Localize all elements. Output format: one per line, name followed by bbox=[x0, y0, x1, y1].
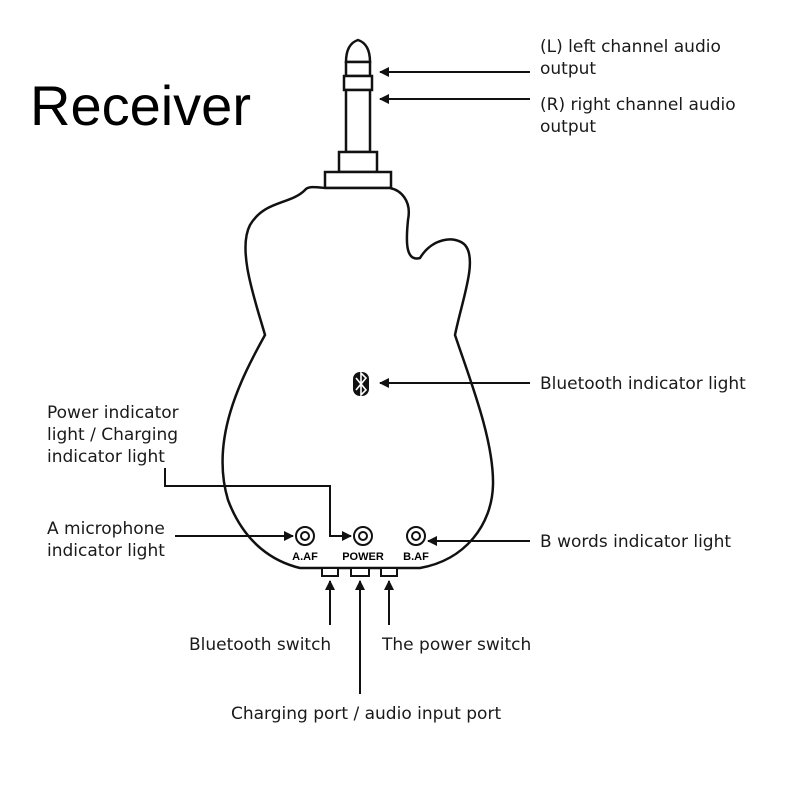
mic-a-light-line-2: indicator light bbox=[47, 541, 165, 561]
power-switch-port[interactable] bbox=[380, 567, 398, 577]
plug-segment-l bbox=[344, 60, 372, 78]
plug-base bbox=[323, 170, 393, 190]
plug-collar bbox=[337, 150, 379, 174]
power-label: POWER bbox=[342, 551, 384, 563]
power-light-line-1: Power indicator bbox=[47, 403, 179, 423]
power-light-line-2: light / Charging bbox=[47, 425, 179, 445]
power-light-line-3: indicator light bbox=[47, 447, 165, 467]
leader-arrows bbox=[164, 67, 530, 694]
right-channel-line-2: output bbox=[540, 117, 597, 137]
right-channel-label: (R) right channel audio output bbox=[540, 94, 736, 138]
left-channel-label: (L) left channel audio output bbox=[540, 36, 721, 80]
left-channel-line-1: (L) left channel audio bbox=[540, 37, 721, 57]
baf-label: B.AF bbox=[403, 551, 429, 563]
right-channel-line-1: (R) right channel audio bbox=[540, 95, 736, 115]
mic-a-light-label: A microphone indicator light bbox=[47, 518, 165, 562]
power-switch-label: The power switch bbox=[382, 635, 532, 655]
aaf-light bbox=[295, 526, 315, 546]
baf-light bbox=[406, 526, 426, 546]
plug-ring bbox=[342, 74, 374, 92]
bluetooth-switch-label: Bluetooth switch bbox=[189, 635, 332, 655]
plug-tip bbox=[344, 38, 372, 64]
bluetooth-icon bbox=[353, 371, 369, 397]
bluetooth-light-label: Bluetooth indicator light bbox=[540, 374, 746, 394]
audio-plug bbox=[323, 38, 393, 190]
plug-sleeve bbox=[344, 88, 372, 154]
power-light bbox=[353, 526, 373, 546]
left-channel-line-2: output bbox=[540, 59, 597, 79]
power-light-label: Power indicator light / Charging indicat… bbox=[47, 402, 179, 468]
mic-a-light-line-1: A microphone bbox=[47, 519, 165, 539]
aaf-label: A.AF bbox=[292, 551, 318, 563]
indicator-lights bbox=[295, 526, 426, 546]
b-words-light-label: B words indicator light bbox=[540, 532, 732, 552]
charging-port[interactable] bbox=[350, 567, 370, 577]
arrow-power-light bbox=[164, 468, 352, 541]
bottom-ports bbox=[321, 567, 398, 577]
charging-port-label: Charging port / audio input port bbox=[231, 704, 502, 724]
bluetooth-switch-port[interactable] bbox=[321, 567, 339, 577]
page-title: Receiver bbox=[30, 74, 251, 137]
